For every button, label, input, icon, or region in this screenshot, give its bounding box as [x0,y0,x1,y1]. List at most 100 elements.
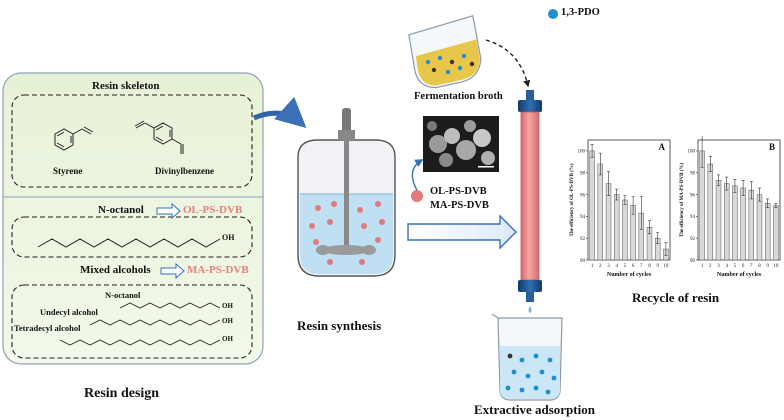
x-tick-label: 6 [742,264,745,269]
y-tick-label: 94 [580,215,586,220]
broth-particles [425,53,475,75]
undecyl-chain [89,319,221,326]
skeleton-box [11,94,253,188]
recycle-caption: Recycle of resin [632,290,720,305]
mixed-alcohols-box [11,284,253,359]
panel-letter: A [659,142,666,152]
sem-micrograph [423,116,499,172]
reactor-droplets [309,201,385,265]
bar [740,187,746,261]
x-tick-label: 10 [663,264,669,269]
y-tick-label: 90 [580,259,586,264]
noctanol-chain [37,238,221,248]
noctanol-small-label: N-octanol [105,290,141,300]
y-tick-label: 100 [578,150,586,155]
ol-product-arrow [156,202,181,220]
y-tick-label: 92 [580,237,586,242]
y-tick-label: 98 [690,172,696,177]
x-tick-label: 2 [599,264,602,269]
sem-pointer-arrow [411,159,424,193]
skeleton-title: Resin skeleton [92,80,160,92]
x-tick-label: 3 [717,264,720,269]
bar [764,203,771,261]
y-tick-label: 90 [690,259,696,264]
x-tick-label: 2 [709,264,712,269]
extractive-adsorption-caption: Extractive adsorption [474,402,595,417]
resin-bead [411,190,423,202]
x-tick-label: 7 [750,264,753,269]
product-label-1: OL-PS-DVB [430,186,487,197]
oh-label-4: OH [222,335,233,343]
bar [622,199,628,261]
x-tick-label: 4 [725,264,728,269]
reactor-vessel [297,108,396,277]
x-tick-label: 8 [648,264,651,269]
mixed-alcohols-title: Mixed alcohols [80,264,151,276]
y-tick-label: 96 [690,193,696,198]
bar [748,189,755,261]
bar [715,180,722,261]
legend-dot [548,9,558,19]
oh-label-3: OH [222,317,233,325]
noctanol-small-chain [119,302,221,309]
legend-label: 1,3-PDO [561,7,600,18]
bar [773,205,779,261]
x-tick-label: 5 [734,264,737,269]
oh-label-2: OH [222,302,233,310]
product-particles [505,353,557,395]
x-tick-label: 10 [773,264,779,269]
bar [723,183,730,261]
x-tick-label: 1 [591,264,594,269]
y-axis-label: The efficiency of OL-PS-DVB (%) [570,163,575,236]
ma-product-label: MA-PS-DVB [187,264,249,276]
divinylbenzene-structure [134,120,184,154]
product-beaker [491,313,563,401]
tetradecyl-chain [59,339,221,346]
resin-design-caption: Resin design [84,386,160,401]
bar [707,163,714,261]
noctanol-title: N-octanol [98,204,144,216]
adsorption-column [518,90,542,313]
y-tick-label: 98 [580,172,586,177]
design-to-synthesis-arrow [253,96,307,129]
y-tick-label: 94 [690,215,696,220]
tetradecyl-label: Tetradecyl alcohol [14,323,81,333]
bar [589,150,595,261]
x-tick-label: 6 [632,264,635,269]
sem-scale-label: 1.00 µm [474,171,488,176]
bar [613,194,620,261]
y-tick-label: 92 [690,237,696,242]
bar [597,163,604,261]
x-tick-label: 9 [766,264,769,269]
y-tick-label: 96 [580,193,586,198]
divinylbenzene-label: Divinylbenzene [155,166,215,176]
x-tick-label: 3 [607,264,610,269]
x-axis-label: Number of cycles [607,272,652,278]
styrene-label: Styrene [53,166,83,176]
x-tick-label: 7 [640,264,643,269]
product-label-2: MA-PS-DVB [430,200,489,211]
x-tick-label: 9 [656,264,659,269]
bar [756,194,763,261]
x-tick-label: 4 [615,264,618,269]
resin-design-panel [2,72,264,365]
bar [732,185,738,261]
styrene-structure [54,126,94,151]
y-axis-label: The efficiency of MA-PS-DVB (%) [680,163,685,237]
x-tick-label: 8 [758,264,761,269]
ma-product-arrow [160,262,185,280]
pour-arrow [485,39,531,88]
y-tick-label: 100 [688,150,696,155]
x-tick-label: 5 [624,264,627,269]
synthesis-to-column-arrow [407,214,517,250]
ol-product-label: OL-PS-DVB [183,204,243,216]
panel-letter: B [769,142,775,152]
noctanol-box [11,216,253,258]
broth-beaker [408,14,482,89]
x-tick-label: 1 [701,264,704,269]
broth-label: Fermentation broth [414,91,503,102]
oh-label-1: OH [222,233,235,242]
